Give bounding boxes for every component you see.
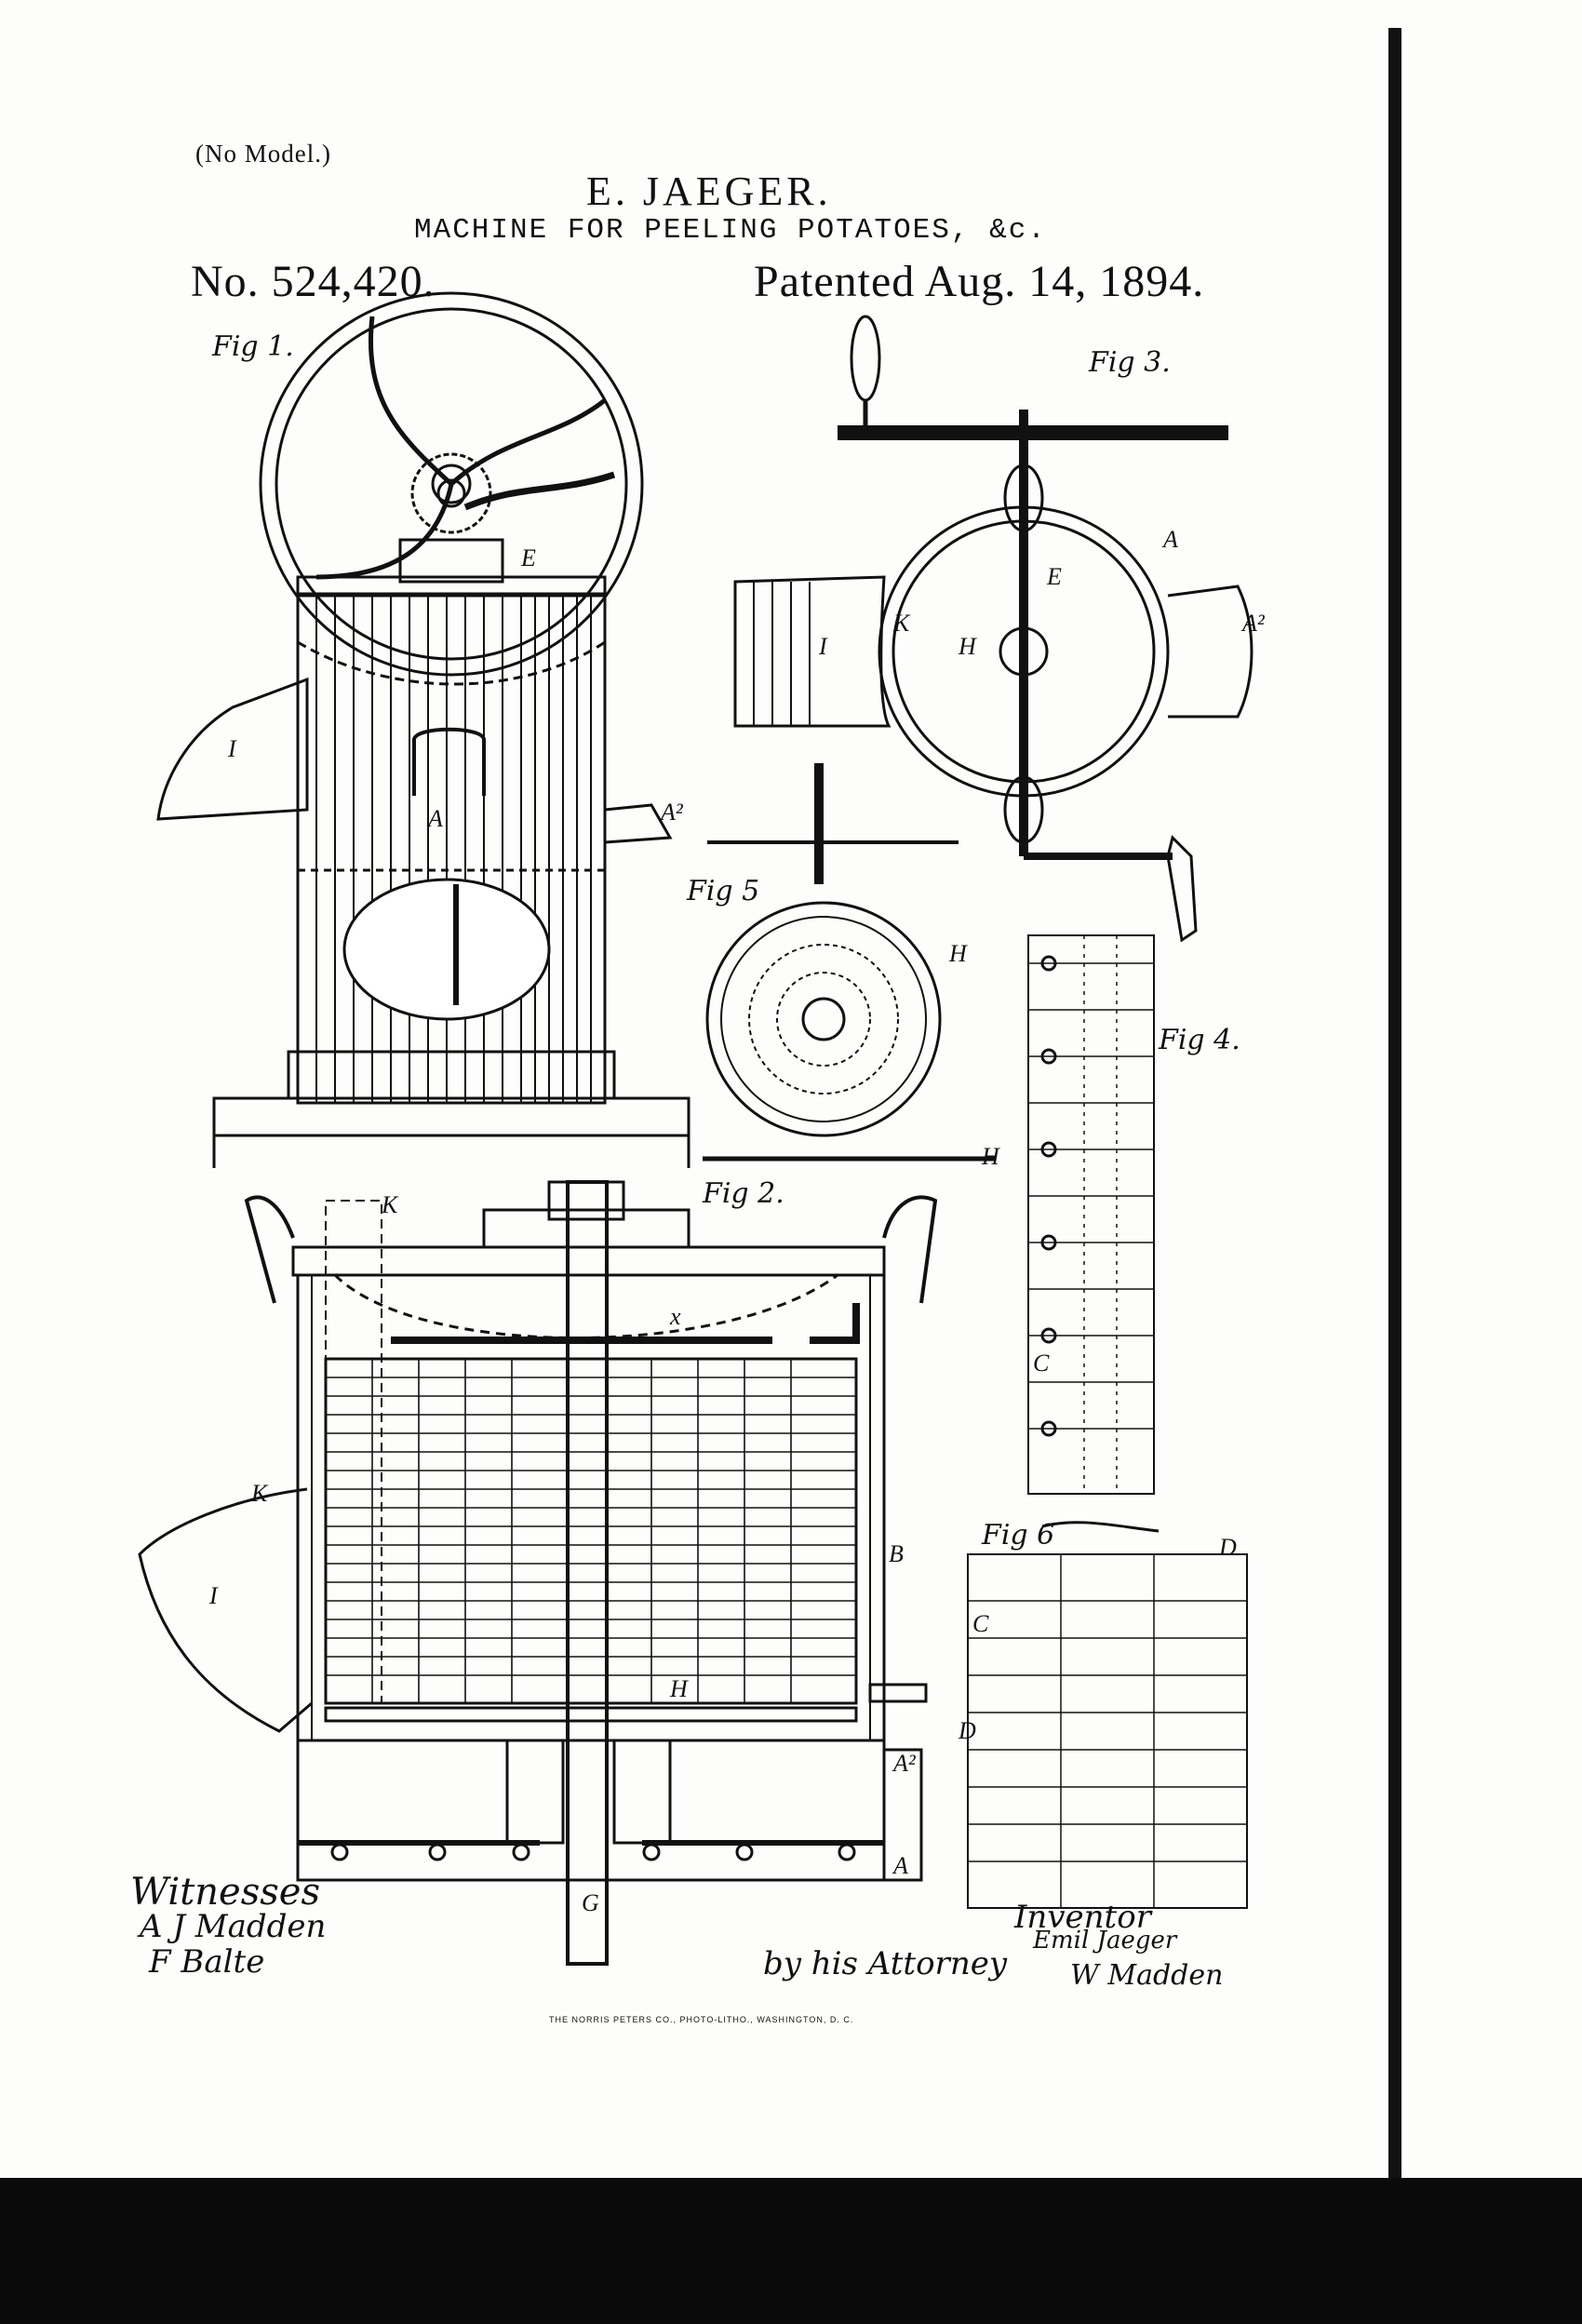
ref-letter: A [893, 1852, 908, 1879]
attorney-line: by his Attorney [763, 1945, 1008, 1982]
fig4-strip [1027, 934, 1155, 1495]
fig5-plate [703, 763, 996, 1162]
fig2-section [138, 1180, 938, 1966]
ref-letter: C [1033, 1350, 1050, 1377]
ref-letter: I [209, 1582, 218, 1609]
fig2-label: Fig 2. [703, 1177, 784, 1210]
fig3-label: Fig 3. [1089, 346, 1171, 379]
fig5-label: Fig 5 [687, 875, 760, 907]
ref-letter: x [670, 1303, 681, 1330]
inventor-name: E. JAEGER. [586, 168, 832, 214]
inventor-label: Inventor [1014, 1899, 1151, 1936]
printer-imprint: THE NORRIS PETERS CO., PHOTO-LITHO., WAS… [549, 2015, 854, 2024]
ref-letter: H [982, 1143, 999, 1170]
ref-letter: A [428, 805, 443, 832]
inventor-signature: Emil Jaeger [1033, 1927, 1177, 1955]
fig4-label: Fig 4. [1159, 1024, 1240, 1056]
ref-letter: E [521, 544, 536, 571]
ref-letter: H [949, 940, 967, 967]
ref-letter: E [1047, 563, 1062, 590]
ref-letter: H [959, 633, 976, 660]
ref-letter: I [819, 633, 827, 660]
ref-letter: A² [1242, 610, 1265, 637]
fig1-elevation [156, 291, 690, 1168]
witness-signature-2: F Balte [149, 1943, 265, 1981]
ref-letter: D [1219, 1534, 1237, 1561]
scan-edge-bottom [0, 2178, 1582, 2324]
fig6-label: Fig 6 [982, 1519, 1055, 1552]
ref-letter: D [959, 1717, 976, 1744]
patent-date: Patented Aug. 14, 1894. [754, 257, 1205, 306]
witness-signature-1: A J Madden [140, 1908, 327, 1945]
attorney-signature: W Madden [1070, 1959, 1224, 1992]
ref-letter: C [972, 1610, 989, 1637]
fig6-grid [967, 1521, 1248, 1909]
ref-letter: G [582, 1889, 599, 1916]
ref-letter: B [889, 1540, 904, 1567]
ref-letter: A [1163, 526, 1178, 553]
witnesses-label: Witnesses [130, 1871, 320, 1914]
ref-letter: I [228, 735, 236, 762]
scan-edge-right [1388, 28, 1401, 2187]
patent-title: MACHINE FOR PEELING POTATOES, &c. [414, 214, 1047, 247]
fig1-label: Fig 1. [212, 330, 294, 363]
ref-letter: A² [661, 799, 683, 826]
patent-number: No. 524,420. [191, 257, 436, 306]
ref-letter: A² [893, 1750, 916, 1777]
ref-letter: K [251, 1480, 268, 1507]
ref-letter: H [670, 1675, 688, 1702]
fig3-plan [733, 315, 1254, 943]
no-model-label: (No Model.) [195, 140, 331, 168]
ref-letter: K [893, 610, 910, 637]
ref-letter: K [382, 1191, 398, 1218]
